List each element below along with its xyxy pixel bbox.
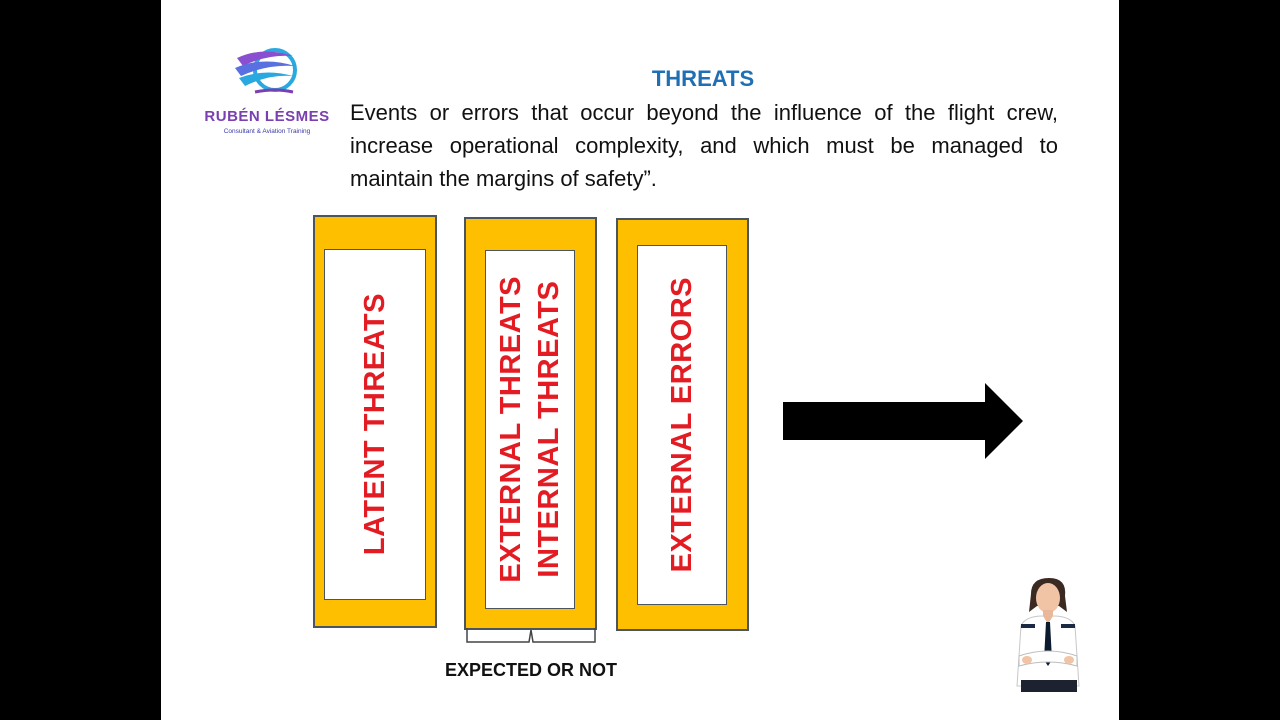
expected-label: EXPECTED OR NOT — [444, 660, 618, 680]
category-box-latent: LATENT THREATS — [313, 215, 437, 628]
bracket-brace — [466, 628, 596, 643]
presentation-slide: RUBÉN LÉSMES Consultant & Aviation Train… — [161, 0, 1119, 720]
category-label-line: EXTERNAL ERRORS — [666, 277, 698, 573]
category-label-latent: LATENT THREATS — [356, 293, 394, 555]
category-label-external-internal: EXTERNAL THREATS INTERNAL THREATS — [492, 276, 568, 583]
logo: RUBÉN LÉSMES Consultant & Aviation Train… — [197, 44, 337, 144]
logo-tagline: Consultant & Aviation Training — [223, 128, 311, 135]
category-box-external-internal: EXTERNAL THREATS INTERNAL THREATS — [464, 217, 597, 630]
category-label-line: EXTERNAL THREATS — [495, 276, 527, 583]
slide-description: Events or errors that occur beyond the i… — [350, 100, 1058, 191]
logo-name: RUBÉN LÉSMES — [204, 108, 330, 125]
right-arrow-icon — [783, 383, 1023, 459]
category-inner: EXTERNAL THREATS INTERNAL THREATS — [485, 250, 575, 609]
wing-globe-icon — [235, 48, 297, 94]
category-label-external-errors: EXTERNAL ERRORS — [663, 277, 701, 572]
slide-title: THREATS — [651, 66, 755, 91]
category-label-line: INTERNAL THREATS — [533, 281, 565, 578]
category-inner: EXTERNAL ERRORS — [637, 245, 727, 605]
category-inner: LATENT THREATS — [324, 249, 426, 600]
pilot-illustration — [1016, 578, 1080, 692]
category-label-line: LATENT THREATS — [359, 293, 391, 556]
category-box-external-errors: EXTERNAL ERRORS — [616, 218, 749, 631]
